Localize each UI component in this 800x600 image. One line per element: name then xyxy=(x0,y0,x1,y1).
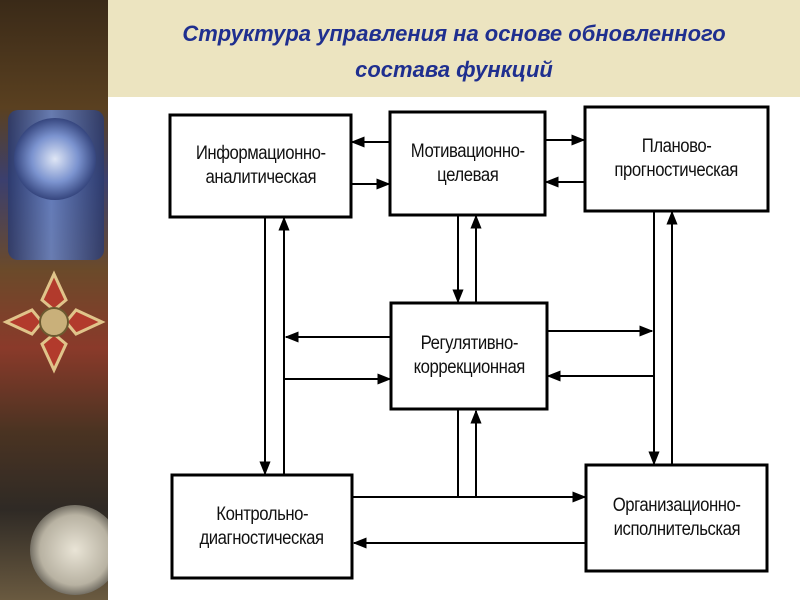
box-org-line2: исполнительская xyxy=(613,519,740,540)
box-control-line1: Контрольно- xyxy=(216,503,308,525)
box-control: Контрольно- диагностическая xyxy=(172,475,352,578)
box-info-line2: аналитическая xyxy=(205,167,316,188)
slide-title: Структура управления на основе обновленн… xyxy=(108,16,800,88)
title-line-1: Структура управления на основе обновленн… xyxy=(182,21,726,46)
box-frame-org xyxy=(584,463,769,573)
box-frame-info xyxy=(168,113,353,219)
box-plan-line2: прогностическая xyxy=(614,160,739,181)
title-band xyxy=(108,0,800,97)
box-reg: Регулятивно- коррекционная xyxy=(391,303,547,409)
diagram-connectors xyxy=(168,105,770,580)
box-org: Организационно- исполнительская xyxy=(586,465,767,571)
box-reg-line1: Регулятивно- xyxy=(420,333,518,354)
box-control-line2: диагностическая xyxy=(199,527,325,549)
box-plan: Планово- прогностическая xyxy=(585,107,768,211)
medal-cross-icon xyxy=(2,270,106,374)
compass-decoration xyxy=(30,505,108,595)
box-plan-line1: Планово- xyxy=(641,136,712,157)
box-frame-motiv xyxy=(388,110,547,217)
box-motiv: Мотивационно- целевая xyxy=(390,112,545,215)
title-line-2: состава функций xyxy=(355,57,553,82)
box-motiv-line2: целевая xyxy=(436,164,499,186)
decorative-side-image xyxy=(0,0,108,600)
rosette-decoration xyxy=(14,118,96,200)
box-reg-line2: коррекционная xyxy=(413,357,525,378)
box-frame-control xyxy=(170,473,354,580)
management-structure-diagram: Информационно- аналитическая Мотивационн… xyxy=(108,97,800,600)
box-org-line1: Организационно- xyxy=(612,495,741,516)
box-frame-plan xyxy=(583,105,770,213)
box-motiv-line1: Мотивационно- xyxy=(410,140,525,162)
box-info-line1: Информационно- xyxy=(195,143,326,164)
box-frame-reg xyxy=(389,301,549,411)
box-info: Информационно- аналитическая xyxy=(170,115,351,217)
